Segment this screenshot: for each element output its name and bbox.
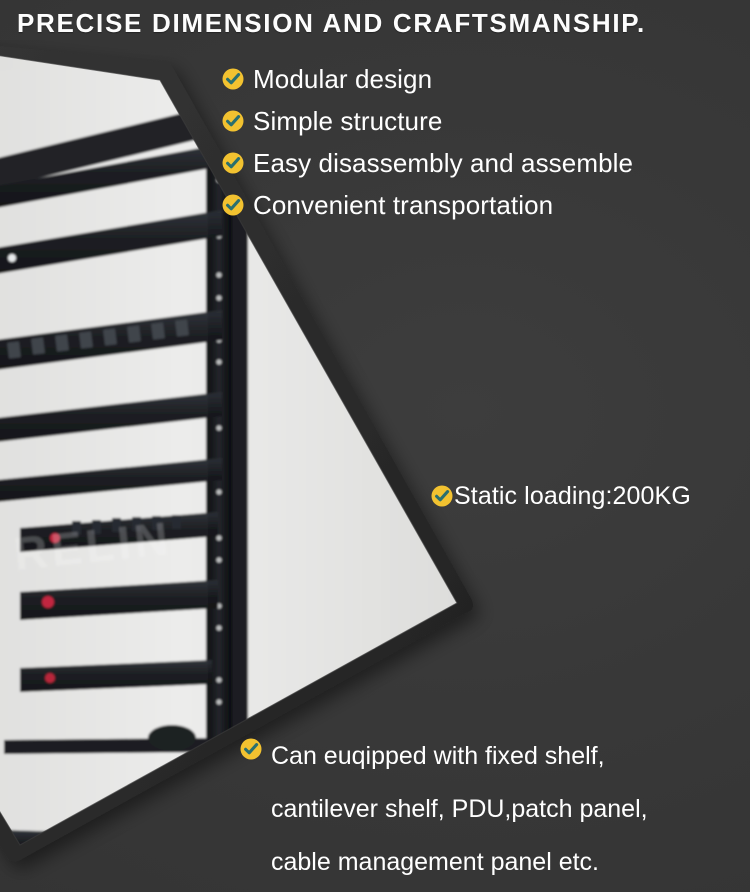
product-photo-svg: RELIN [0,46,474,862]
check-circle-icon [222,110,244,132]
page-title: PRECISE DIMENSION AND CRAFTSMANSHIP. [17,7,646,38]
check-circle-icon [240,738,262,760]
slide-title-bar: PRECISE DIMENSION AND CRAFTSMANSHIP. [0,0,750,46]
accessories-lines: Can euqipped with fixed shelf, cantileve… [271,730,648,889]
feature-list: Modular design Simple structure Easy dis… [222,62,633,230]
list-item: Simple structure [222,104,633,146]
check-circle-icon [222,152,244,174]
static-loading-spec: Static loading:200KG [431,480,691,512]
feature-label: Modular design [253,64,433,94]
check-circle-icon [431,485,453,507]
accessories-line: cantilever shelf, PDU,patch panel, [271,795,648,823]
list-item: Easy disassembly and assemble [222,146,633,188]
check-circle-icon [222,68,244,90]
accessories-note: Can euqipped with fixed shelf, cantileve… [240,730,740,889]
list-item: Modular design [222,62,633,104]
feature-label: Easy disassembly and assemble [253,148,634,178]
product-photo: RELIN [0,40,520,892]
feature-label: Simple structure [253,106,443,136]
check-circle-icon [222,194,244,216]
static-loading-label: Static loading:200KG [454,482,691,510]
accessories-line: Can euqipped with fixed shelf, [271,742,605,770]
photo-inner-edge [0,55,458,846]
list-item: Convenient transportation [222,188,633,230]
accessories-line: cable management panel etc. [271,848,599,876]
feature-label: Convenient transportation [253,190,554,220]
